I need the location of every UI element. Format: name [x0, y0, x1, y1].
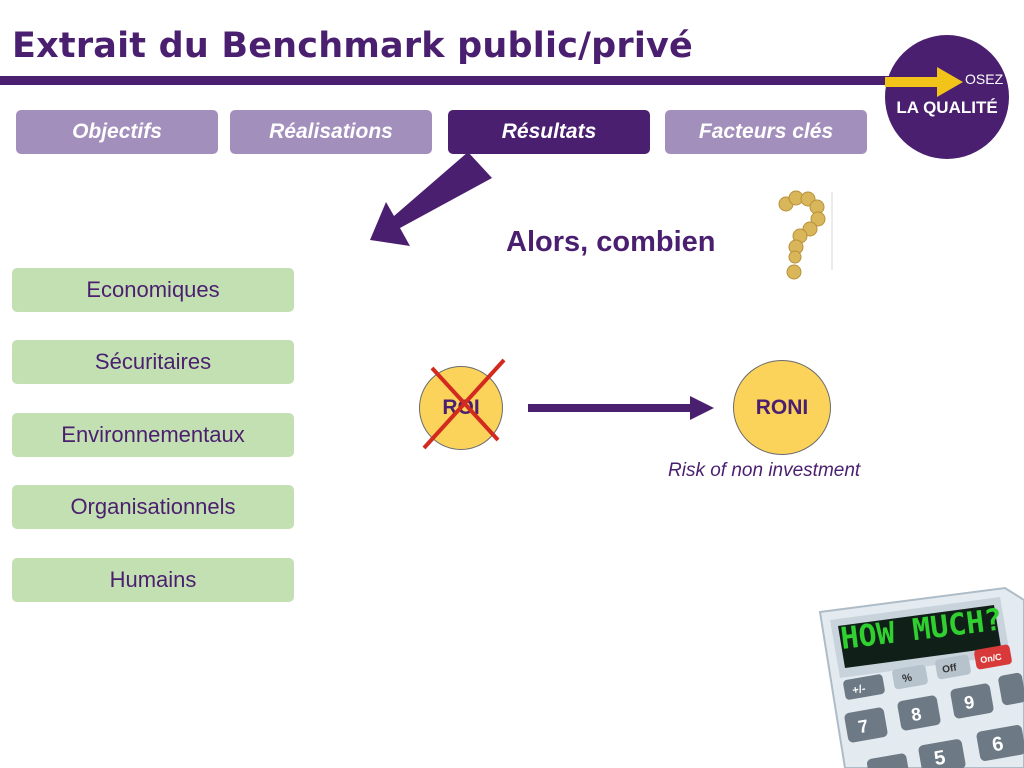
key-6: 6 — [990, 733, 1005, 757]
logo-osez-text: OSEZ — [965, 71, 1004, 87]
category-economiques: Economiques — [12, 268, 294, 312]
category-environnementaux: Environnementaux — [12, 413, 294, 457]
key-5: 5 — [932, 747, 947, 768]
key-percent: % — [901, 672, 913, 686]
key-on-clear: On/C — [980, 651, 1003, 665]
slide-title: Extrait du Benchmark public/privé — [12, 26, 693, 66]
tab-objectifs[interactable]: Objectifs — [16, 110, 218, 154]
tab-resultats[interactable]: Résultats — [448, 110, 650, 154]
key-off: Off — [941, 662, 958, 675]
question-text: Alors, combien — [506, 226, 716, 258]
roni-caption: Risk of non investment — [668, 460, 861, 481]
key-8: 8 — [910, 704, 923, 725]
logo-arrow-icon — [885, 67, 963, 97]
category-securitaires: Sécuritaires — [12, 340, 294, 384]
category-organisationnels: Organisationnels — [12, 485, 294, 529]
tab-facteurs-cles[interactable]: Facteurs clés — [665, 110, 867, 154]
osez-la-qualite-logo: OSEZ LA QUALITÉ — [885, 35, 1009, 159]
question-mark-icon — [778, 190, 833, 280]
key-7: 7 — [857, 716, 870, 737]
roni-circle: RONI — [733, 360, 831, 455]
key-plus-minus: +/- — [851, 683, 866, 697]
key-9: 9 — [963, 692, 976, 713]
logo-qualite-text: LA QUALITÉ — [896, 98, 998, 117]
category-humains: Humains — [12, 558, 294, 602]
tab-realisations[interactable]: Réalisations — [230, 110, 432, 154]
title-underline — [0, 76, 915, 85]
